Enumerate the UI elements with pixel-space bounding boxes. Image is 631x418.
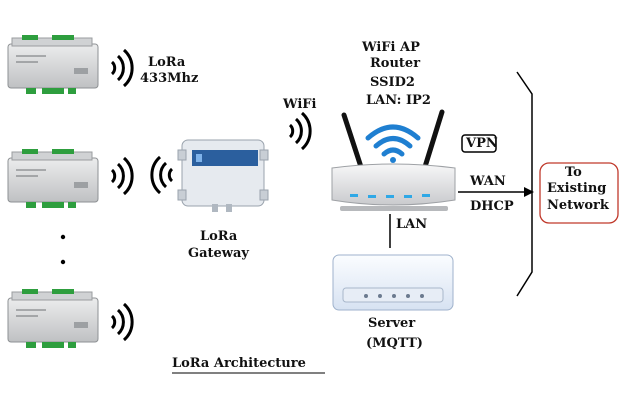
wifi-router-device [331,109,456,211]
vpn-box [461,134,497,153]
vpn-label: VPN [466,136,498,151]
radio-wave-icon [288,111,312,151]
radio-wave-icon [110,48,134,88]
diagram-caption: LoRa Architecture [172,356,306,371]
wifi-label: WiFi [283,97,317,112]
lora-node-1 [7,34,99,95]
existing-network-line3: Network [547,198,609,213]
gateway-label-line1: LoRa [200,229,238,244]
dhcp-label: DHCP [470,199,514,214]
server-label-line2: (MQTT) [366,336,423,351]
router-label-line3: SSID2 [370,75,415,90]
existing-network-line2: Existing [547,181,607,196]
lora-band-label-line1: LoRa [148,55,186,70]
radio-wave-icon [110,156,134,196]
wifi-icon [365,124,421,163]
router-label-line2: Router [370,56,421,71]
router-label-line1: WiFi AP [362,40,420,55]
lora-node-3 [7,288,99,349]
lan-label: LAN [396,217,428,232]
ellipsis-dot [60,259,66,265]
gateway-label-line2: Gateway [188,246,249,261]
existing-network-box [539,162,619,224]
ellipsis-dot [60,234,66,240]
lora-node-2 [7,148,99,209]
radio-wave-icon [150,155,174,195]
server-device [332,254,454,311]
existing-network-line1: To [565,165,582,180]
wan-label: WAN [470,174,506,189]
lora-band-label-line2: 433Mhz [140,71,199,86]
network-bracket [516,71,533,297]
lora-gateway-device [177,139,269,212]
server-label-line1: Server [368,316,416,331]
router-label-line4: LAN: IP2 [366,93,431,108]
radio-wave-icon [110,302,134,342]
